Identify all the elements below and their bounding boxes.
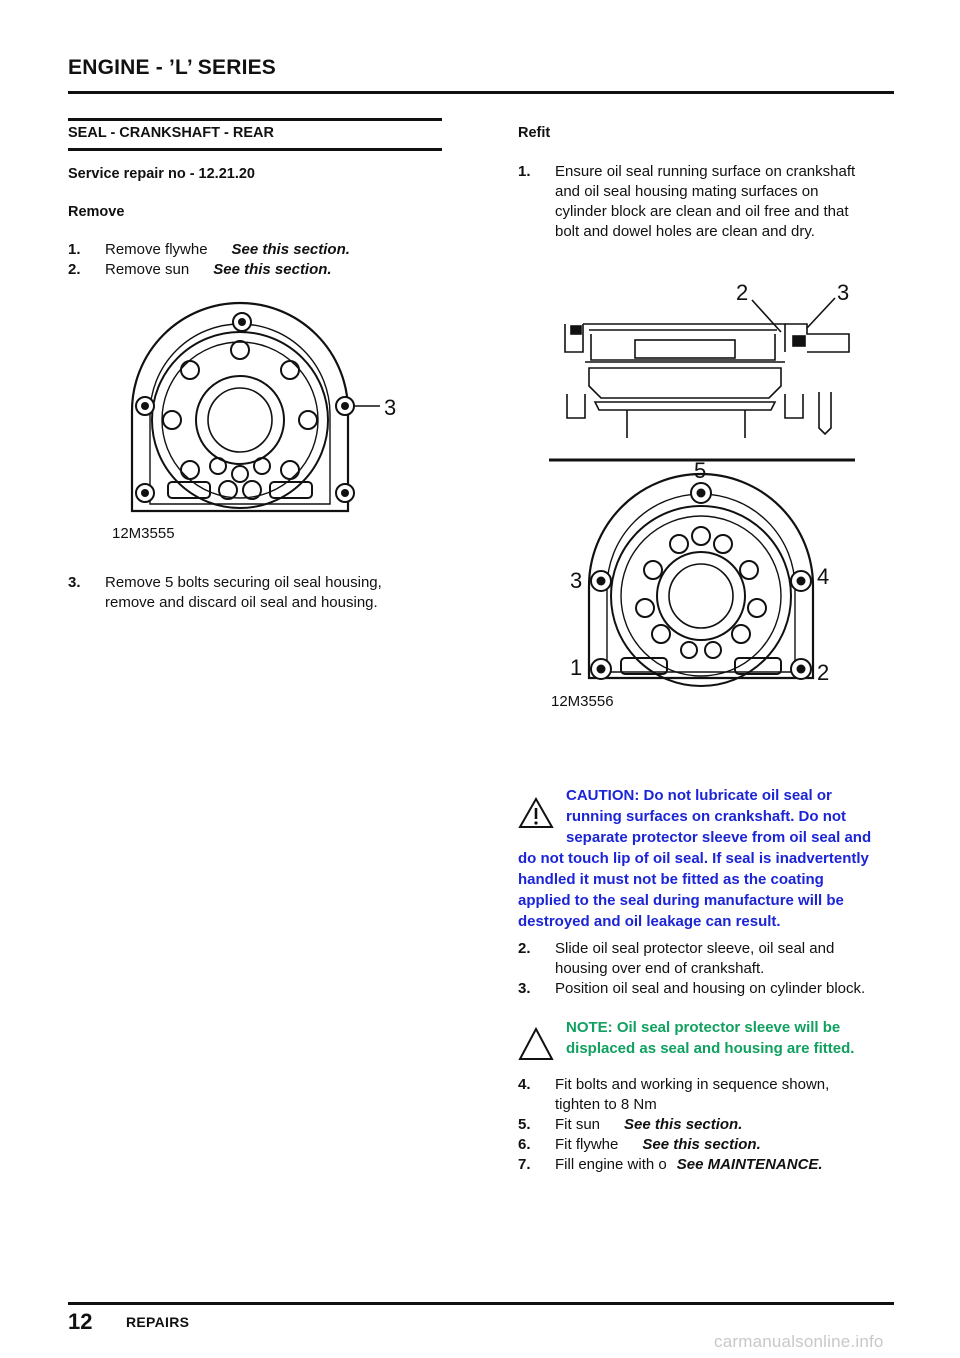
caution-line: CAUTION: Do not lubricate oil seal or xyxy=(566,787,832,804)
footer-section-label: REPAIRS xyxy=(126,1314,190,1330)
caution-line: destroyed and oil leakage can result. xyxy=(518,913,781,930)
bolt-sequence-label: 3 xyxy=(570,568,582,593)
step-text: Fill engine with o xyxy=(555,1156,667,1173)
step-number: 3. xyxy=(518,980,531,997)
note-triangle-icon xyxy=(518,1027,554,1060)
step-number: 2. xyxy=(68,261,81,278)
step-number: 4. xyxy=(518,1076,531,1093)
cross-reference-link[interactable]: See this section. xyxy=(231,241,350,258)
step-text-line: cylinder block are clean and oil free an… xyxy=(555,203,849,220)
refit-step-5: 5. Fit sun See this section. xyxy=(518,1115,898,1135)
bolt-sequence-label: 4 xyxy=(817,564,829,589)
refit-step-3: 3. Position oil seal and housing on cyli… xyxy=(518,979,908,999)
step-number: 1. xyxy=(68,241,81,258)
step-text-line-1: Remove 5 bolts securing oil seal housing… xyxy=(105,574,382,591)
caution-line: do not touch lip of oil seal. If seal is… xyxy=(518,850,869,867)
step-text-line: and oil seal housing mating surfaces on xyxy=(555,183,819,200)
note-line: NOTE: Oil seal protector sleeve will be xyxy=(566,1019,841,1036)
step-text: Remove sun xyxy=(105,261,190,278)
step-text-line: Ensure oil seal running surface on crank… xyxy=(555,163,856,180)
step-text-line-2: tighten to 8 Nm xyxy=(555,1096,657,1113)
step-number: 6. xyxy=(518,1136,531,1153)
step-text-line-1: Slide oil seal protector sleeve, oil sea… xyxy=(555,940,835,957)
refit-step-6: 6. Fit flywhe See this section. xyxy=(518,1135,898,1155)
caution-line: applied to the seal during manufacture w… xyxy=(518,892,844,909)
caution-line: running surfaces on crankshaft. Do not xyxy=(566,808,847,825)
bolt-sequence-label: 5 xyxy=(694,458,706,483)
remove-step-3: 3. Remove 5 bolts securing oil seal hous… xyxy=(68,573,448,613)
step-number: 1. xyxy=(518,163,531,180)
refit-step-7: 7. Fill engine with o See MAINTENANCE. xyxy=(518,1155,898,1175)
step-text: Remove flywhe xyxy=(105,241,208,258)
bolt-sequence-label: 2 xyxy=(817,660,829,685)
figure-oil-seal-housing-refit: 2 3 5 3 4 1 2 12M3556 xyxy=(549,280,855,710)
step-text-line-1: Fit bolts and working in sequence shown, xyxy=(555,1076,830,1093)
step-text-line: bolt and dowel holes are clean and dry. xyxy=(555,223,815,240)
step-text: Fit flywhe xyxy=(555,1136,619,1153)
step-text: Fit sun xyxy=(555,1116,601,1133)
remove-heading: Remove xyxy=(68,204,125,220)
note-line: displaced as seal and housing are fitted… xyxy=(566,1040,855,1057)
cross-reference-link[interactable]: See this section. xyxy=(624,1116,743,1133)
figure-callout: 3 xyxy=(384,395,396,420)
caution-warning-icon xyxy=(518,797,554,828)
section-title: SEAL - CRANKSHAFT - REAR xyxy=(68,125,274,141)
figure-oil-seal-housing-removal: 3 12M3555 xyxy=(112,301,396,542)
caution-line: separate protector sleeve from oil seal … xyxy=(566,829,872,846)
refit-step-1: 1. Ensure oil seal running surface on cr… xyxy=(518,162,898,242)
step-number: 2. xyxy=(518,940,531,957)
caution-line: handled it must not be fitted as the coa… xyxy=(518,871,824,888)
figure-label: 3 xyxy=(837,280,849,305)
step-text-line-2: remove and discard oil seal and housing. xyxy=(105,594,378,611)
page-number: 12 xyxy=(68,1309,93,1334)
service-repair-number: Service repair no - 12.21.20 xyxy=(68,166,255,182)
step-number: 7. xyxy=(518,1156,531,1173)
cross-reference-link[interactable]: See this section. xyxy=(213,261,332,278)
section-rule-top xyxy=(68,118,442,121)
refit-step-2: 2. Slide oil seal protector sleeve, oil … xyxy=(518,939,898,979)
footer-rule xyxy=(68,1302,894,1305)
header-rule xyxy=(68,91,894,94)
step-text-line-2: housing over end of crankshaft. xyxy=(555,960,765,977)
page-header-title: ENGINE - ’L’ SERIES xyxy=(68,56,277,79)
refit-heading: Refit xyxy=(518,125,551,141)
figure-caption: 12M3555 xyxy=(112,525,175,542)
remove-step-1: 1. Remove flywhe See this section. xyxy=(68,240,448,260)
cross-reference-link[interactable]: See this section. xyxy=(642,1136,761,1153)
watermark: carmanualsonline.info xyxy=(714,1332,884,1351)
step-text: Position oil seal and housing on cylinde… xyxy=(555,980,866,997)
figure-label: 2 xyxy=(736,280,748,305)
refit-step-4: 4. Fit bolts and working in sequence sho… xyxy=(518,1075,898,1115)
cross-reference-link[interactable]: See MAINTENANCE. xyxy=(676,1156,823,1173)
step-number: 5. xyxy=(518,1116,531,1133)
section-rule-bottom xyxy=(68,148,442,151)
remove-step-2: 2. Remove sun See this section. xyxy=(68,260,448,280)
bolt-sequence-label: 1 xyxy=(570,655,582,680)
figure-caption: 12M3556 xyxy=(551,693,614,710)
step-number: 3. xyxy=(68,574,81,591)
